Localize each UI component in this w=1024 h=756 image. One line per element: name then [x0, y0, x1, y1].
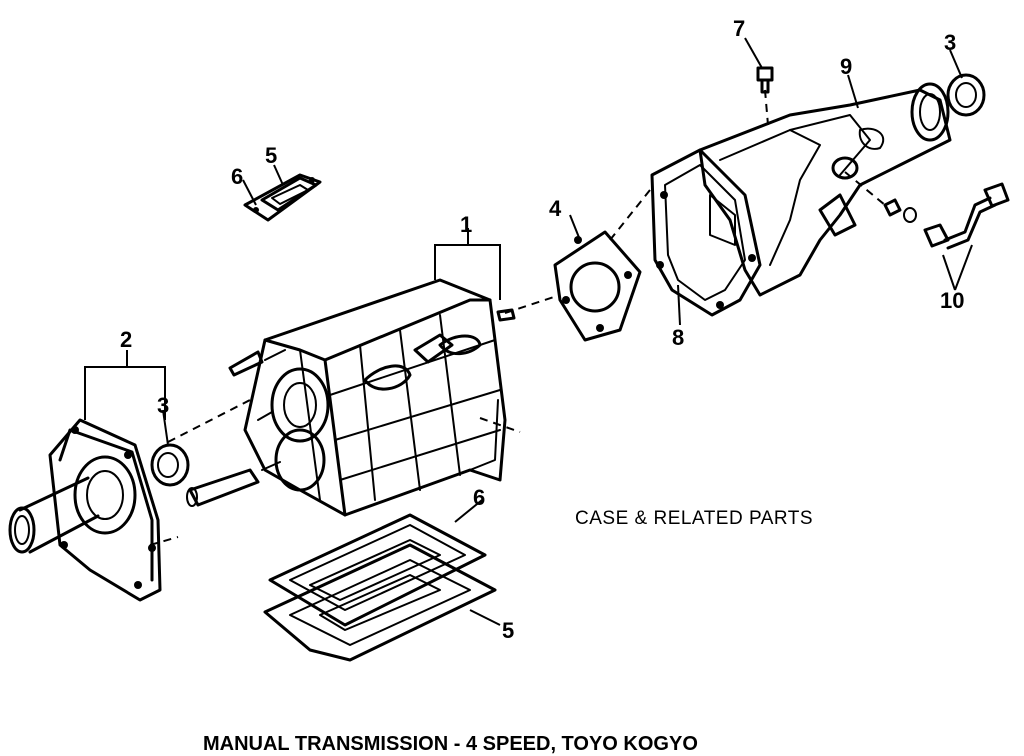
callout-8: 8 — [672, 325, 684, 350]
callout-labels: 1 2 3 3 4 5 5 6 6 7 8 9 10 — [120, 16, 964, 643]
alignment-lines — [149, 89, 886, 546]
case-fitting — [186, 350, 264, 507]
intermediate-gasket — [553, 230, 642, 342]
callout-4: 4 — [549, 196, 562, 221]
callout-2: 2 — [120, 327, 132, 352]
diagram-title: MANUAL TRANSMISSION - 4 SPEED, TOYO KOGY… — [203, 733, 698, 755]
extension-gasket — [650, 148, 762, 317]
callout-3-rear: 3 — [944, 30, 956, 55]
rear-seal — [946, 73, 986, 117]
diagram-caption: CASE & RELATED PARTS — [575, 508, 813, 529]
front-seal — [150, 443, 190, 487]
callout-5-bottom: 5 — [502, 618, 514, 643]
callout-9: 9 — [840, 54, 852, 79]
extension-housing — [698, 82, 952, 297]
top-cover-assembly — [243, 173, 322, 222]
callout-7: 7 — [733, 16, 745, 41]
callout-6-top: 6 — [231, 164, 243, 189]
bottom-cover-assembly — [263, 513, 497, 662]
callout-5-top: 5 — [265, 143, 277, 168]
callout-3-front: 3 — [157, 393, 169, 418]
vent-plug — [756, 66, 774, 94]
callout-1: 1 — [460, 212, 472, 237]
speedometer-parts — [883, 182, 1010, 250]
front-bearing-retainer — [8, 418, 162, 602]
leader-lines — [84, 37, 973, 626]
callout-6-bottom: 6 — [473, 485, 485, 510]
callout-10: 10 — [940, 288, 964, 313]
transmission-case — [243, 278, 516, 517]
